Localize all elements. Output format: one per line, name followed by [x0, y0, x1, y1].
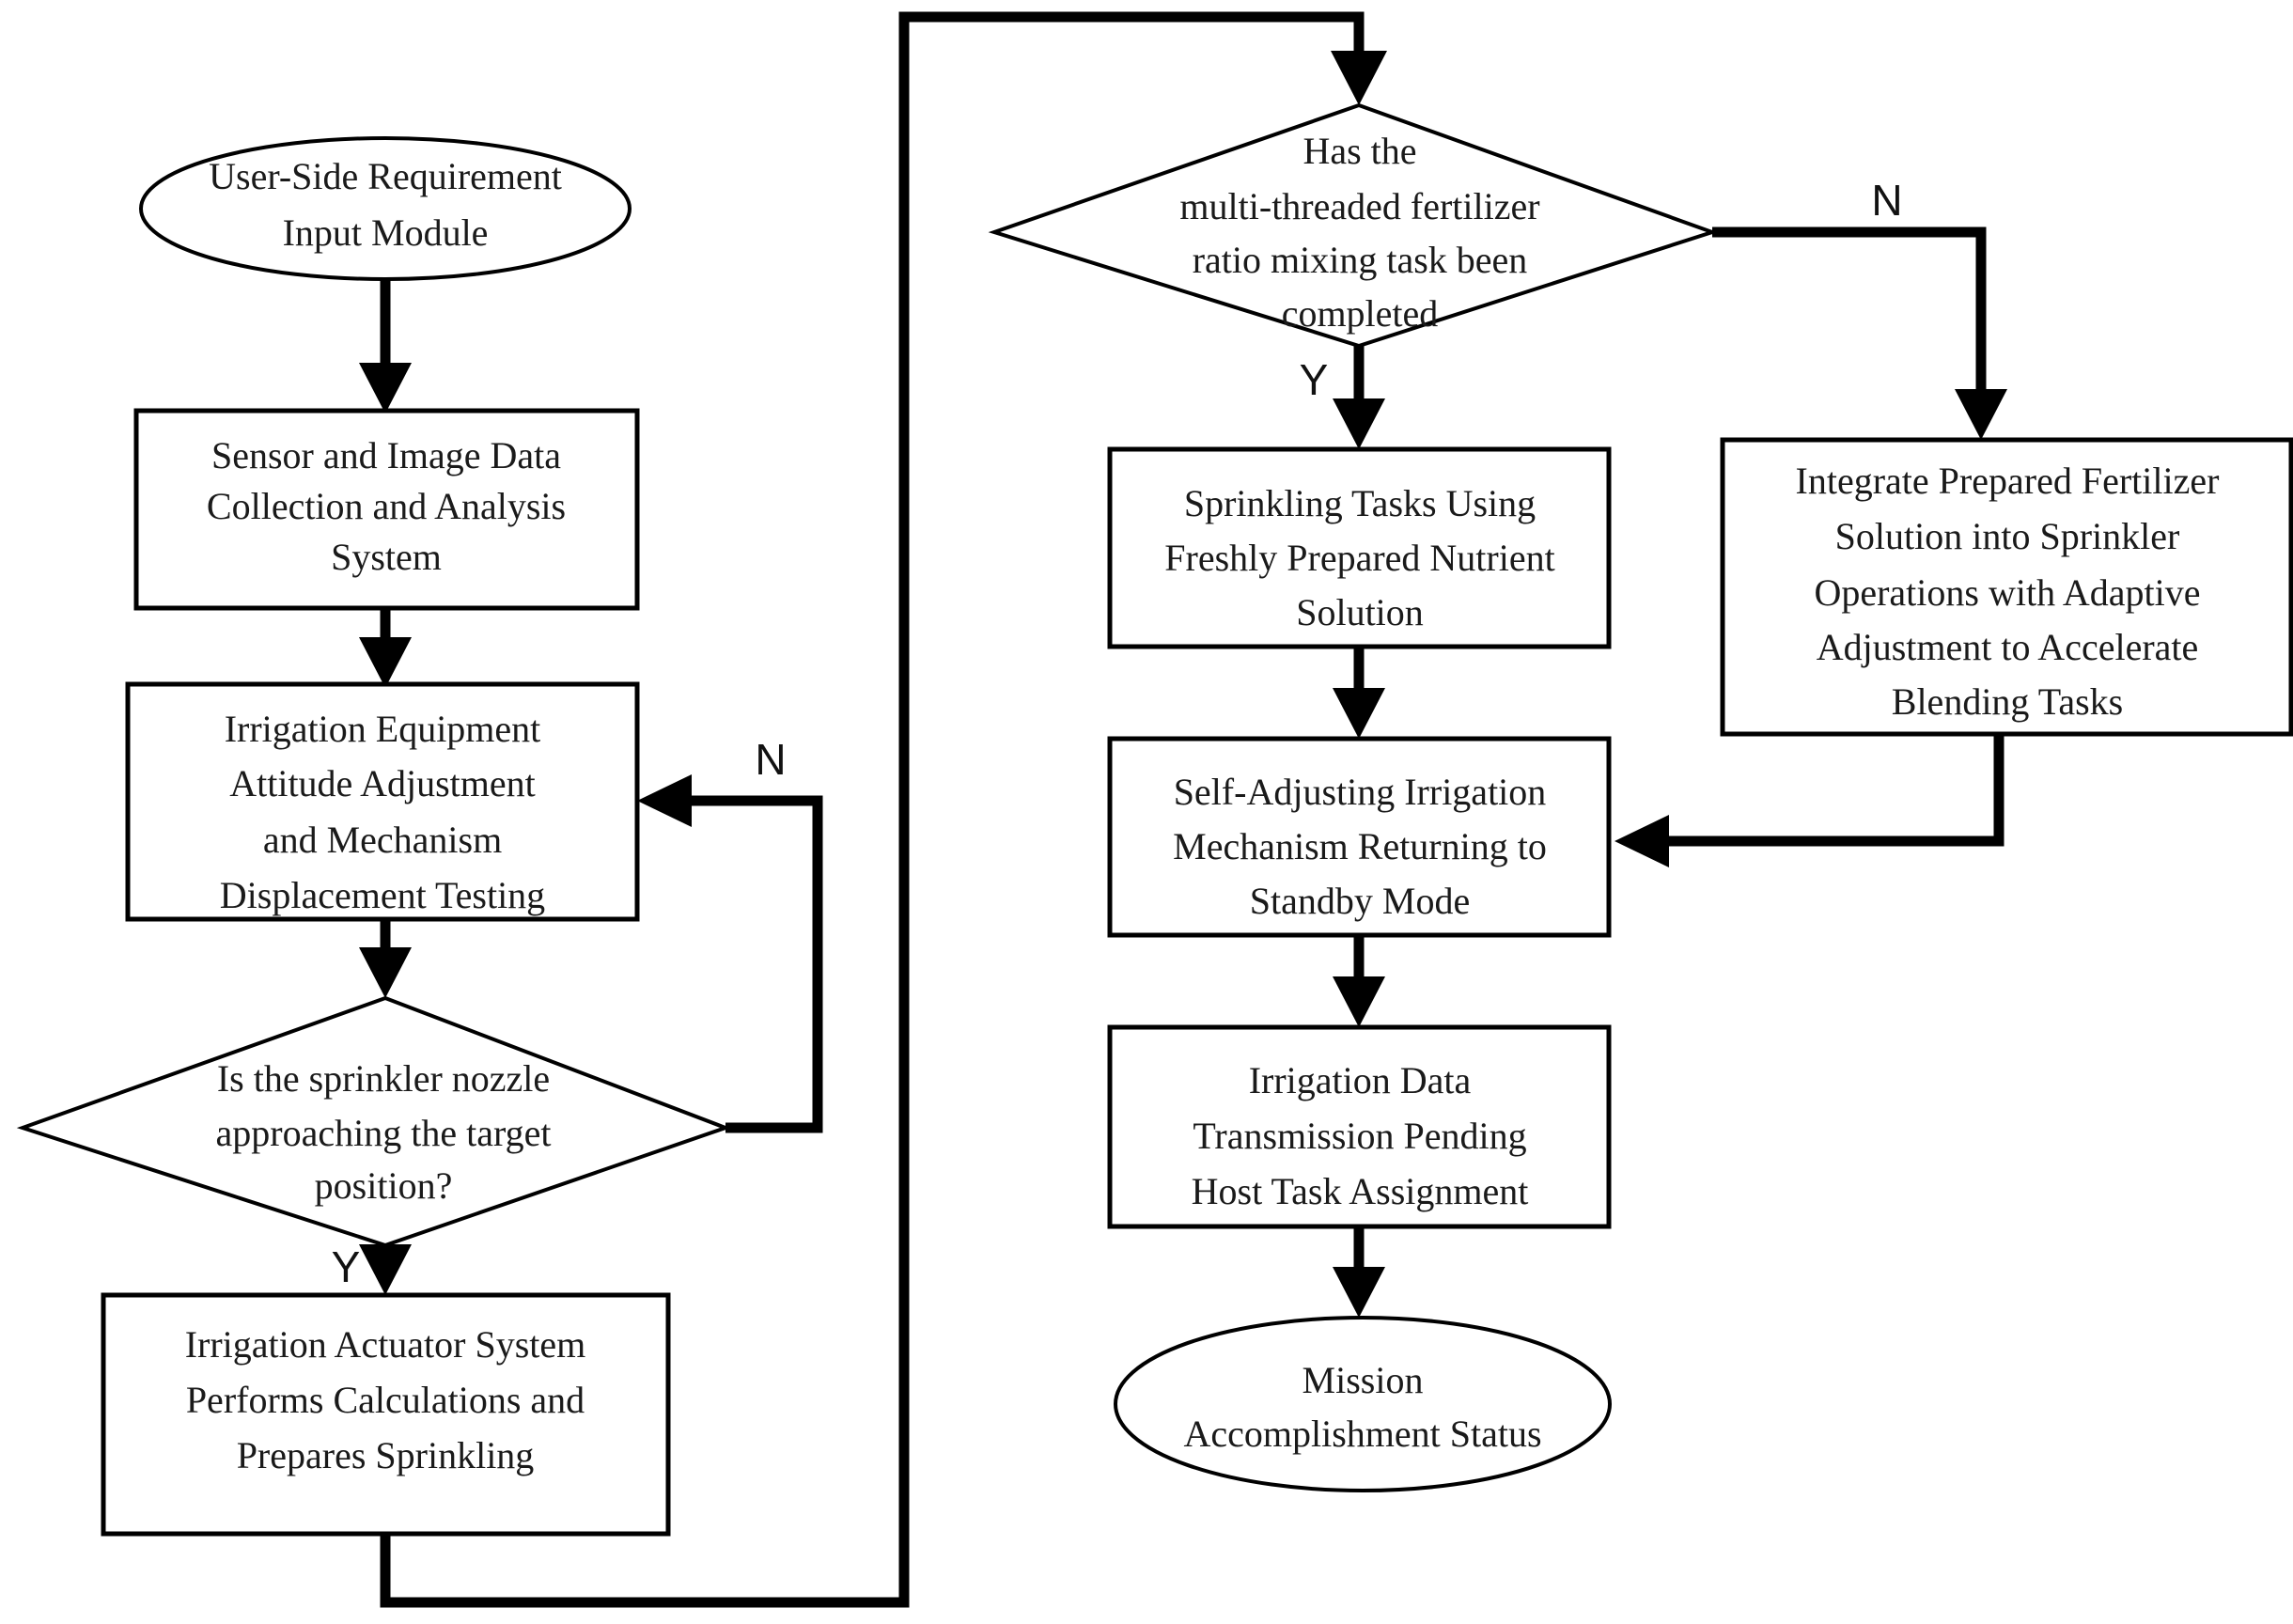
standby-mode-label-line-3: Standby Mode: [1250, 880, 1470, 922]
attitude-adjust-label-line-4: Displacement Testing: [220, 874, 545, 916]
branch-label-fertilizer-yes: Y: [1300, 355, 1329, 404]
arrowhead-icon: [359, 947, 412, 998]
node-actuator-system[interactable]: Irrigation Actuator System Performs Calc…: [101, 1292, 671, 1537]
arrowhead-icon: [637, 774, 692, 827]
arrowhead-icon: [359, 637, 412, 688]
arrowhead-icon: [359, 363, 412, 414]
sprinkling-tasks-label-line-2: Freshly Prepared Nutrient: [1164, 537, 1554, 579]
arrowhead-icon: [359, 1244, 412, 1295]
edge-attitude-to-nozzle: [359, 919, 412, 998]
sprinkling-tasks-label-line-3: Solution: [1296, 591, 1424, 633]
sensor-system-label-line-3: System: [331, 536, 442, 578]
arrowhead-icon: [1333, 688, 1385, 739]
arrowhead-icon: [1333, 398, 1385, 449]
fertilizer-decision-label-line-2: multi-threaded fertilizer: [1179, 185, 1539, 227]
end-ellipse-shape: [1114, 1316, 1612, 1492]
sensor-system-label-line-2: Collection and Analysis: [207, 485, 566, 527]
node-data-transmission[interactable]: Irrigation Data Transmission Pending Hos…: [1107, 1024, 1612, 1229]
edge-transmission-to-end: [1333, 1226, 1385, 1318]
branch-label-fertilizer-no: N: [1871, 176, 1902, 225]
standby-mode-rect-shape: [1107, 736, 1612, 938]
attitude-adjust-rect-shape: [125, 681, 640, 922]
data-transmission-label-line-3: Host Task Assignment: [1192, 1170, 1529, 1212]
end-label-line-1: Mission: [1302, 1359, 1424, 1401]
arrowhead-icon: [1333, 976, 1385, 1027]
node-standby-mode[interactable]: Self-Adjusting Irrigation Mechanism Retu…: [1107, 736, 1612, 938]
start-ellipse-shape: [139, 136, 632, 281]
integrate-fertilizer-label-line-5: Blending Tasks: [1892, 680, 2123, 723]
nozzle-decision-label-line-3: position?: [315, 1164, 453, 1207]
nozzle-decision-diamond-shape: [16, 995, 731, 1248]
sprinkling-tasks-label-line-1: Sprinkling Tasks Using: [1184, 482, 1536, 524]
arrowhead-icon: [1331, 51, 1387, 105]
edge-integrate-to-standby: [1614, 734, 2004, 867]
node-nozzle-decision[interactable]: Is the sprinkler nozzle approaching the …: [16, 995, 731, 1248]
start-label-line-2: Input Module: [283, 211, 489, 254]
attitude-adjust-label-line-1: Irrigation Equipment: [225, 708, 541, 750]
fertilizer-decision-label-line-3: ratio mixing task been: [1193, 239, 1528, 281]
branch-label-nozzle-no: N: [755, 735, 786, 784]
integrate-fertilizer-rect-shape: [1720, 437, 2293, 737]
edge-standby-to-transmission: [1333, 935, 1385, 1027]
arrowhead-icon: [1614, 815, 1669, 867]
node-fertilizer-decision[interactable]: Has the multi-threaded fertilizer ratio …: [988, 102, 1719, 349]
end-label-line-2: Accomplishment Status: [1183, 1413, 1541, 1455]
fertilizer-decision-diamond-shape: [988, 102, 1719, 349]
standby-mode-label-line-1: Self-Adjusting Irrigation: [1174, 771, 1547, 813]
branch-label-nozzle-yes: Y: [332, 1242, 361, 1291]
edge-fertilizer-no-to-integrate: [1712, 226, 2007, 440]
edge-fertilizer-yes-to-sprinkling: [1333, 346, 1385, 449]
actuator-system-label-line-3: Prepares Sprinkling: [237, 1434, 535, 1476]
edge-nozzle-no-to-attitude: [637, 774, 823, 1133]
edge-start-to-sensor: [359, 274, 412, 414]
sprinkling-tasks-rect-shape: [1107, 446, 1612, 649]
actuator-system-label-line-1: Irrigation Actuator System: [185, 1323, 586, 1366]
arrowhead-icon: [1955, 389, 2007, 440]
edge-sprinkling-to-standby: [1333, 647, 1385, 739]
data-transmission-label-line-1: Irrigation Data: [1249, 1059, 1472, 1101]
edge-nozzle-yes-to-actuator: [359, 1244, 412, 1295]
integrate-fertilizer-label-line-1: Integrate Prepared Fertilizer: [1796, 460, 2220, 502]
node-attitude-adjust[interactable]: Irrigation Equipment Attitude Adjustment…: [125, 681, 640, 922]
edge-sensor-to-attitude: [359, 607, 412, 688]
sensor-system-rect-shape: [133, 408, 640, 611]
node-integrate-fertilizer[interactable]: Integrate Prepared Fertilizer Solution i…: [1720, 437, 2293, 737]
edge-actuator-to-fertilizer: [380, 11, 1387, 1608]
attitude-adjust-label-line-2: Attitude Adjustment: [229, 762, 536, 804]
standby-mode-label-line-2: Mechanism Returning to: [1173, 825, 1547, 867]
node-sensor-system[interactable]: Sensor and Image Data Collection and Ana…: [133, 408, 640, 611]
node-start[interactable]: User-Side Requirement Input Module: [139, 136, 632, 281]
node-sprinkling-tasks[interactable]: Sprinkling Tasks Using Freshly Prepared …: [1107, 446, 1612, 649]
node-end[interactable]: Mission Accomplishment Status: [1114, 1316, 1612, 1492]
data-transmission-rect-shape: [1107, 1024, 1612, 1229]
nozzle-decision-label-line-1: Is the sprinkler nozzle: [217, 1057, 550, 1100]
actuator-system-rect-shape: [101, 1292, 671, 1537]
sensor-system-label-line-1: Sensor and Image Data: [211, 434, 561, 476]
attitude-adjust-label-line-3: and Mechanism: [263, 819, 502, 861]
data-transmission-label-line-2: Transmission Pending: [1193, 1115, 1526, 1157]
fertilizer-decision-label-line-4: completed: [1282, 292, 1439, 335]
fertilizer-decision-label-line-1: Has the: [1302, 130, 1416, 172]
integrate-fertilizer-label-line-4: Adjustment to Accelerate: [1817, 626, 2199, 668]
arrowhead-icon: [1333, 1267, 1385, 1318]
integrate-fertilizer-label-line-2: Solution into Sprinkler: [1835, 515, 2180, 557]
integrate-fertilizer-label-line-3: Operations with Adaptive: [1814, 571, 2200, 614]
actuator-system-label-line-2: Performs Calculations and: [186, 1379, 585, 1421]
nozzle-decision-label-line-2: approaching the target: [216, 1112, 552, 1154]
start-label-line-1: User-Side Requirement: [209, 155, 562, 197]
